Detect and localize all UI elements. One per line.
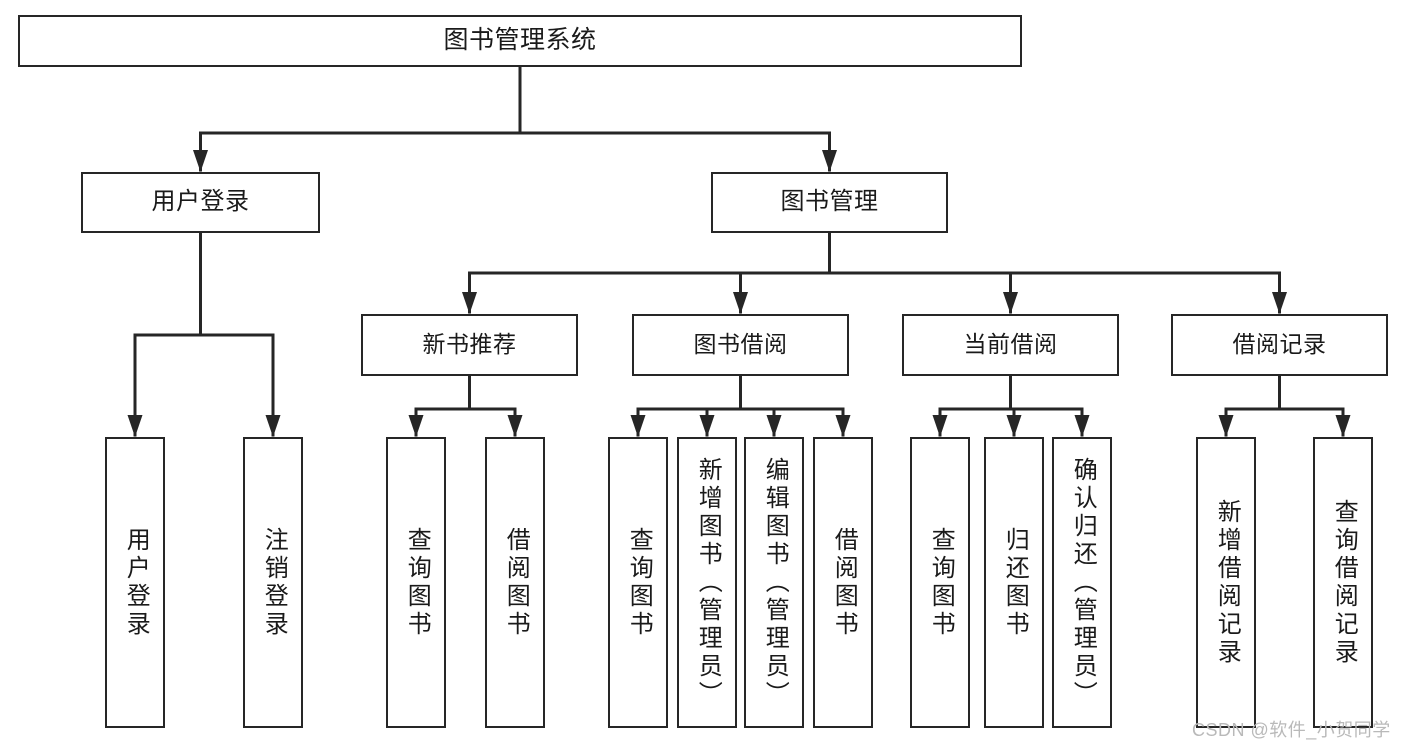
- node-leaf-confirm-return[interactable]: 确认归还（管理员）: [1052, 437, 1112, 728]
- node-leaf-return-book[interactable]: 归还图书: [984, 437, 1044, 728]
- node-label: 查询图书: [927, 526, 955, 639]
- edge-arrowhead: [127, 415, 143, 437]
- node-label: 编辑图书（管理员）: [761, 456, 789, 709]
- watermark-text: CSDN @软件_小贺同学: [1192, 720, 1391, 740]
- edge-arrowhead: [193, 150, 208, 172]
- edge-arrowhead: [1074, 415, 1090, 437]
- node-leaf-borrow-book-2[interactable]: 借阅图书: [813, 437, 873, 728]
- node-user-login[interactable]: 用户登录: [81, 172, 320, 233]
- node-borrow-record[interactable]: 借阅记录: [1171, 314, 1388, 376]
- edge-arrowhead: [1218, 415, 1234, 437]
- node-label: 查询图书: [625, 526, 653, 639]
- node-label: 新增图书（管理员）: [694, 456, 722, 709]
- node-label: 查询图书: [403, 526, 431, 639]
- node-label: 归还图书: [1001, 526, 1029, 639]
- edge-arrowhead: [408, 415, 424, 437]
- node-leaf-logout[interactable]: 注销登录: [243, 437, 303, 728]
- node-leaf-edit-book[interactable]: 编辑图书（管理员）: [744, 437, 804, 728]
- node-label: 图书管理系统: [443, 26, 597, 55]
- node-book-manage[interactable]: 图书管理: [711, 172, 948, 233]
- edge-arrowhead: [932, 415, 948, 437]
- edge-arrowhead: [766, 415, 782, 437]
- node-label: 新书推荐: [422, 331, 517, 358]
- edge-arrowhead: [1335, 415, 1351, 437]
- node-label: 用户登录: [122, 526, 150, 639]
- edge-arrowhead: [699, 415, 715, 437]
- node-leaf-query-record[interactable]: 查询借阅记录: [1313, 437, 1373, 728]
- node-label: 借阅记录: [1232, 331, 1327, 358]
- node-leaf-query-book-1[interactable]: 查询图书: [386, 437, 446, 728]
- edge-arrowhead: [507, 415, 523, 437]
- node-label: 注销登录: [260, 526, 288, 639]
- node-current-borrow[interactable]: 当前借阅: [902, 314, 1119, 376]
- node-label: 新增借阅记录: [1213, 498, 1241, 667]
- edge-arrowhead: [733, 292, 748, 314]
- edge-arrowhead: [462, 292, 477, 314]
- node-label: 借阅图书: [502, 526, 530, 639]
- node-label: 查询借阅记录: [1330, 498, 1358, 667]
- edge-arrowhead: [265, 415, 281, 437]
- node-label: 图书管理: [780, 188, 879, 216]
- node-label: 当前借阅: [963, 331, 1058, 358]
- node-root[interactable]: 图书管理系统: [18, 15, 1022, 67]
- node-label: 借阅图书: [830, 526, 858, 639]
- node-leaf-add-book[interactable]: 新增图书（管理员）: [677, 437, 737, 728]
- node-leaf-add-record[interactable]: 新增借阅记录: [1196, 437, 1256, 728]
- node-leaf-borrow-book-1[interactable]: 借阅图书: [485, 437, 545, 728]
- edge-arrowhead: [1003, 292, 1018, 314]
- node-new-book-rec[interactable]: 新书推荐: [361, 314, 578, 376]
- node-label: 图书借阅: [693, 331, 788, 358]
- node-book-borrow[interactable]: 图书借阅: [632, 314, 849, 376]
- node-leaf-user-login[interactable]: 用户登录: [105, 437, 165, 728]
- node-label: 用户登录: [151, 188, 250, 216]
- edge-arrowhead: [1006, 415, 1022, 437]
- node-leaf-query-book-2[interactable]: 查询图书: [608, 437, 668, 728]
- node-leaf-query-book-3[interactable]: 查询图书: [910, 437, 970, 728]
- edge-arrowhead: [1272, 292, 1287, 314]
- edge-arrowhead: [835, 415, 851, 437]
- edge-arrowhead: [822, 150, 837, 172]
- node-label: 确认归还（管理员）: [1069, 456, 1097, 709]
- edge-arrowhead: [630, 415, 646, 437]
